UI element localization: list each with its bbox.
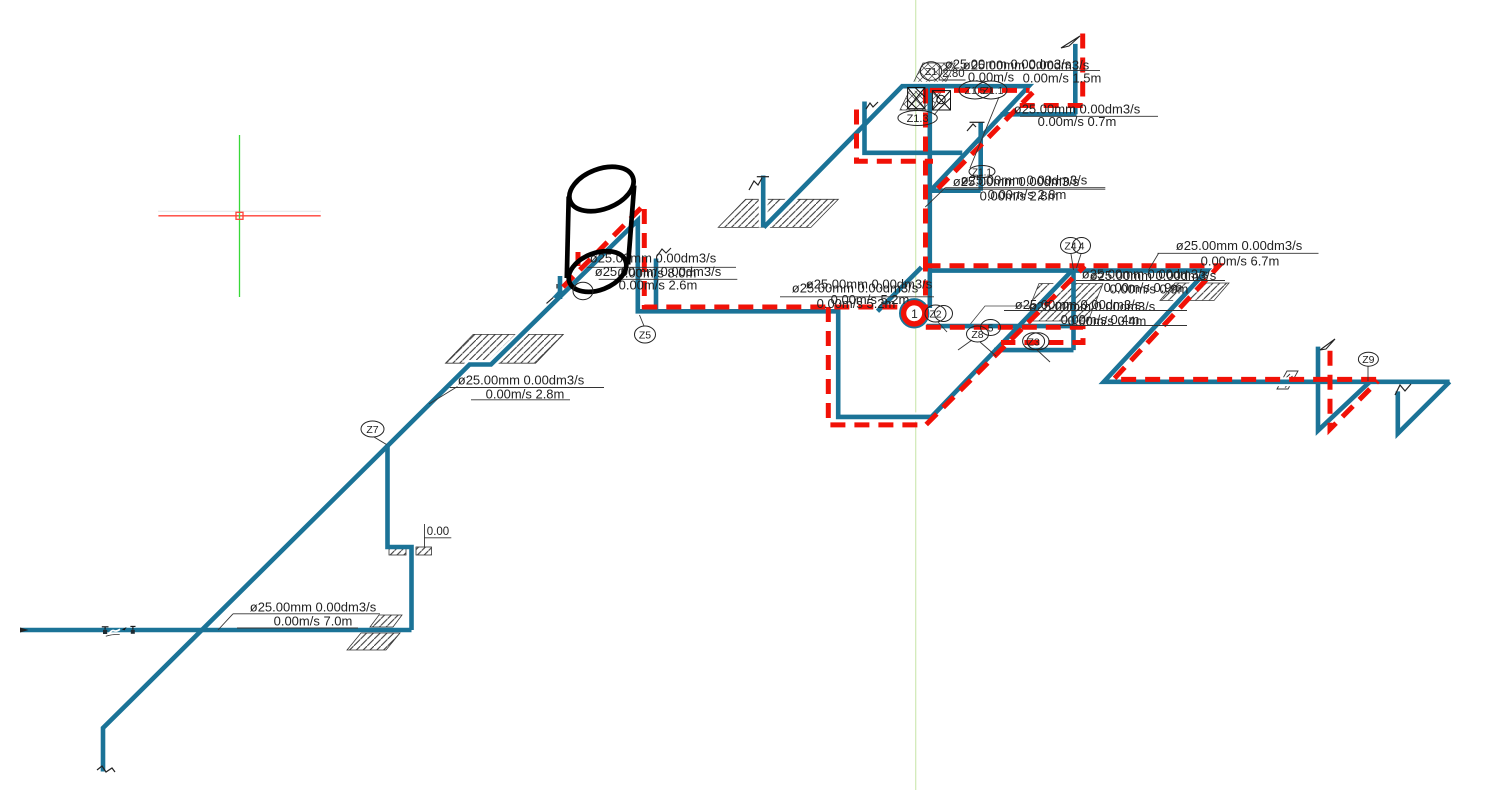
svg-text:0.00m/s 7.0m: 0.00m/s 7.0m: [274, 614, 353, 629]
svg-text:ø25.00mm 0.00dm3/s: ø25.00mm 0.00dm3/s: [1090, 268, 1217, 283]
svg-text:ø25.00mm 0.00dm3/s: ø25.00mm 0.00dm3/s: [1014, 102, 1141, 117]
svg-text:0.00m/s 0.9m: 0.00m/s 0.9m: [1110, 282, 1189, 297]
svg-text:0.00m/s: 0.00m/s: [968, 70, 1015, 85]
svg-text:0.00m/s 2.8m: 0.00m/s 2.8m: [980, 189, 1059, 204]
svg-text:0.00m/s 5.2m: 0.00m/s 5.2m: [831, 292, 910, 307]
svg-text:ø25.00mm 0.00dm3/s: ø25.00mm 0.00dm3/s: [250, 600, 377, 615]
svg-text:Z1.5: Z1.5: [964, 85, 985, 97]
svg-text:Z3: Z3: [1027, 337, 1039, 349]
svg-text:ø25.00mm 0.00dm3/s: ø25.00mm 0.00dm3/s: [963, 58, 1090, 73]
svg-text:0.00m/s 1.5m: 0.00m/s 1.5m: [1023, 71, 1102, 86]
svg-text:ø25.00mm 0.00dm3/s: ø25.00mm 0.00dm3/s: [792, 281, 919, 296]
svg-text:ø25.00mm 0.00dm3/s: ø25.00mm 0.00dm3/s: [458, 373, 585, 388]
svg-text:0.00m/s 8.0m: 0.00m/s 8.0m: [618, 266, 697, 281]
svg-text:Z1: Z1: [925, 66, 937, 78]
svg-text:Z9: Z9: [1362, 354, 1374, 366]
svg-text:0.00m/s 5.2m: 0.00m/s 5.2m: [817, 296, 896, 311]
svg-text:0.00m/s 0.9m: 0.00m/s 0.9m: [1104, 280, 1183, 295]
svg-text:Z1.3: Z1.3: [907, 113, 929, 125]
svg-text:1: 1: [911, 307, 918, 321]
svg-text:0.00m/s 6.7m: 0.00m/s 6.7m: [1201, 254, 1280, 269]
svg-text:ø25.00mm 0.00dm3/s: ø25.00mm 0.00dm3/s: [1176, 238, 1303, 253]
svg-text:Z5: Z5: [639, 330, 651, 342]
svg-text:0.00m/s 2.8m: 0.00m/s 2.8m: [486, 387, 565, 402]
svg-text:Z8: Z8: [971, 329, 983, 341]
svg-text:Z1.1: Z1.1: [972, 168, 992, 179]
svg-text:0.00m/s 2.6m: 0.00m/s 2.6m: [619, 278, 698, 293]
svg-text:2.80: 2.80: [942, 68, 964, 80]
svg-text:Z4: Z4: [1064, 241, 1076, 253]
svg-text:0.00m/s 0.4m: 0.00m/s 0.4m: [1061, 312, 1140, 327]
svg-text:0.00m/s 0.4m: 0.00m/s 0.4m: [1068, 314, 1147, 329]
svg-text:0.00m/s 0.7m: 0.00m/s 0.7m: [1038, 114, 1117, 129]
svg-text:Z1.1: Z1.1: [982, 85, 1003, 97]
svg-text:0.00m/s 2.8m: 0.00m/s 2.8m: [988, 187, 1067, 202]
svg-text:ø25.00mm 0.00dm3/s: ø25.00mm 0.00dm3/s: [1015, 297, 1142, 312]
svg-text:ø25.00mm 0.00dm3/s: ø25.00mm 0.00dm3/s: [961, 173, 1088, 188]
svg-text:ø25.00mm 0.00dm3/s: ø25.00mm 0.00dm3/s: [1082, 267, 1209, 282]
svg-text:Z7: Z7: [366, 424, 378, 436]
svg-text:ø25.00mm 0.00dm3/s: ø25.00mm 0.00dm3/s: [945, 57, 1072, 72]
svg-text:ø25.00mm 0.00dm3/s: ø25.00mm 0.00dm3/s: [806, 277, 933, 292]
svg-text:0.00: 0.00: [427, 526, 449, 538]
svg-text:Z2: Z2: [929, 309, 941, 321]
svg-text:5: 5: [988, 323, 994, 335]
svg-text:4: 4: [1079, 241, 1085, 253]
